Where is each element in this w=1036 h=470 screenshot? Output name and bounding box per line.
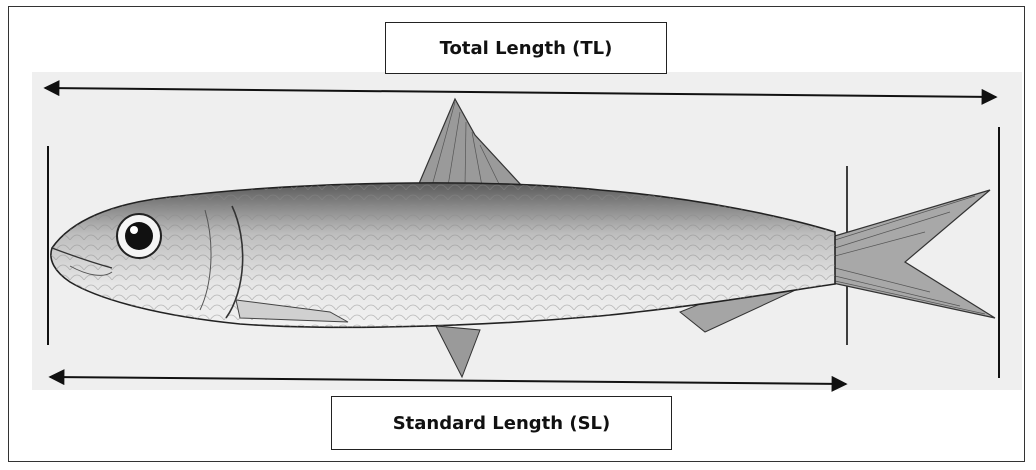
dorsal-fin bbox=[418, 99, 522, 186]
pelvic-fin bbox=[436, 326, 480, 377]
caudal-fin bbox=[828, 190, 995, 318]
total-length-arrow bbox=[45, 88, 996, 97]
standard-length-arrow bbox=[50, 377, 846, 384]
fish-illustration bbox=[51, 99, 995, 377]
